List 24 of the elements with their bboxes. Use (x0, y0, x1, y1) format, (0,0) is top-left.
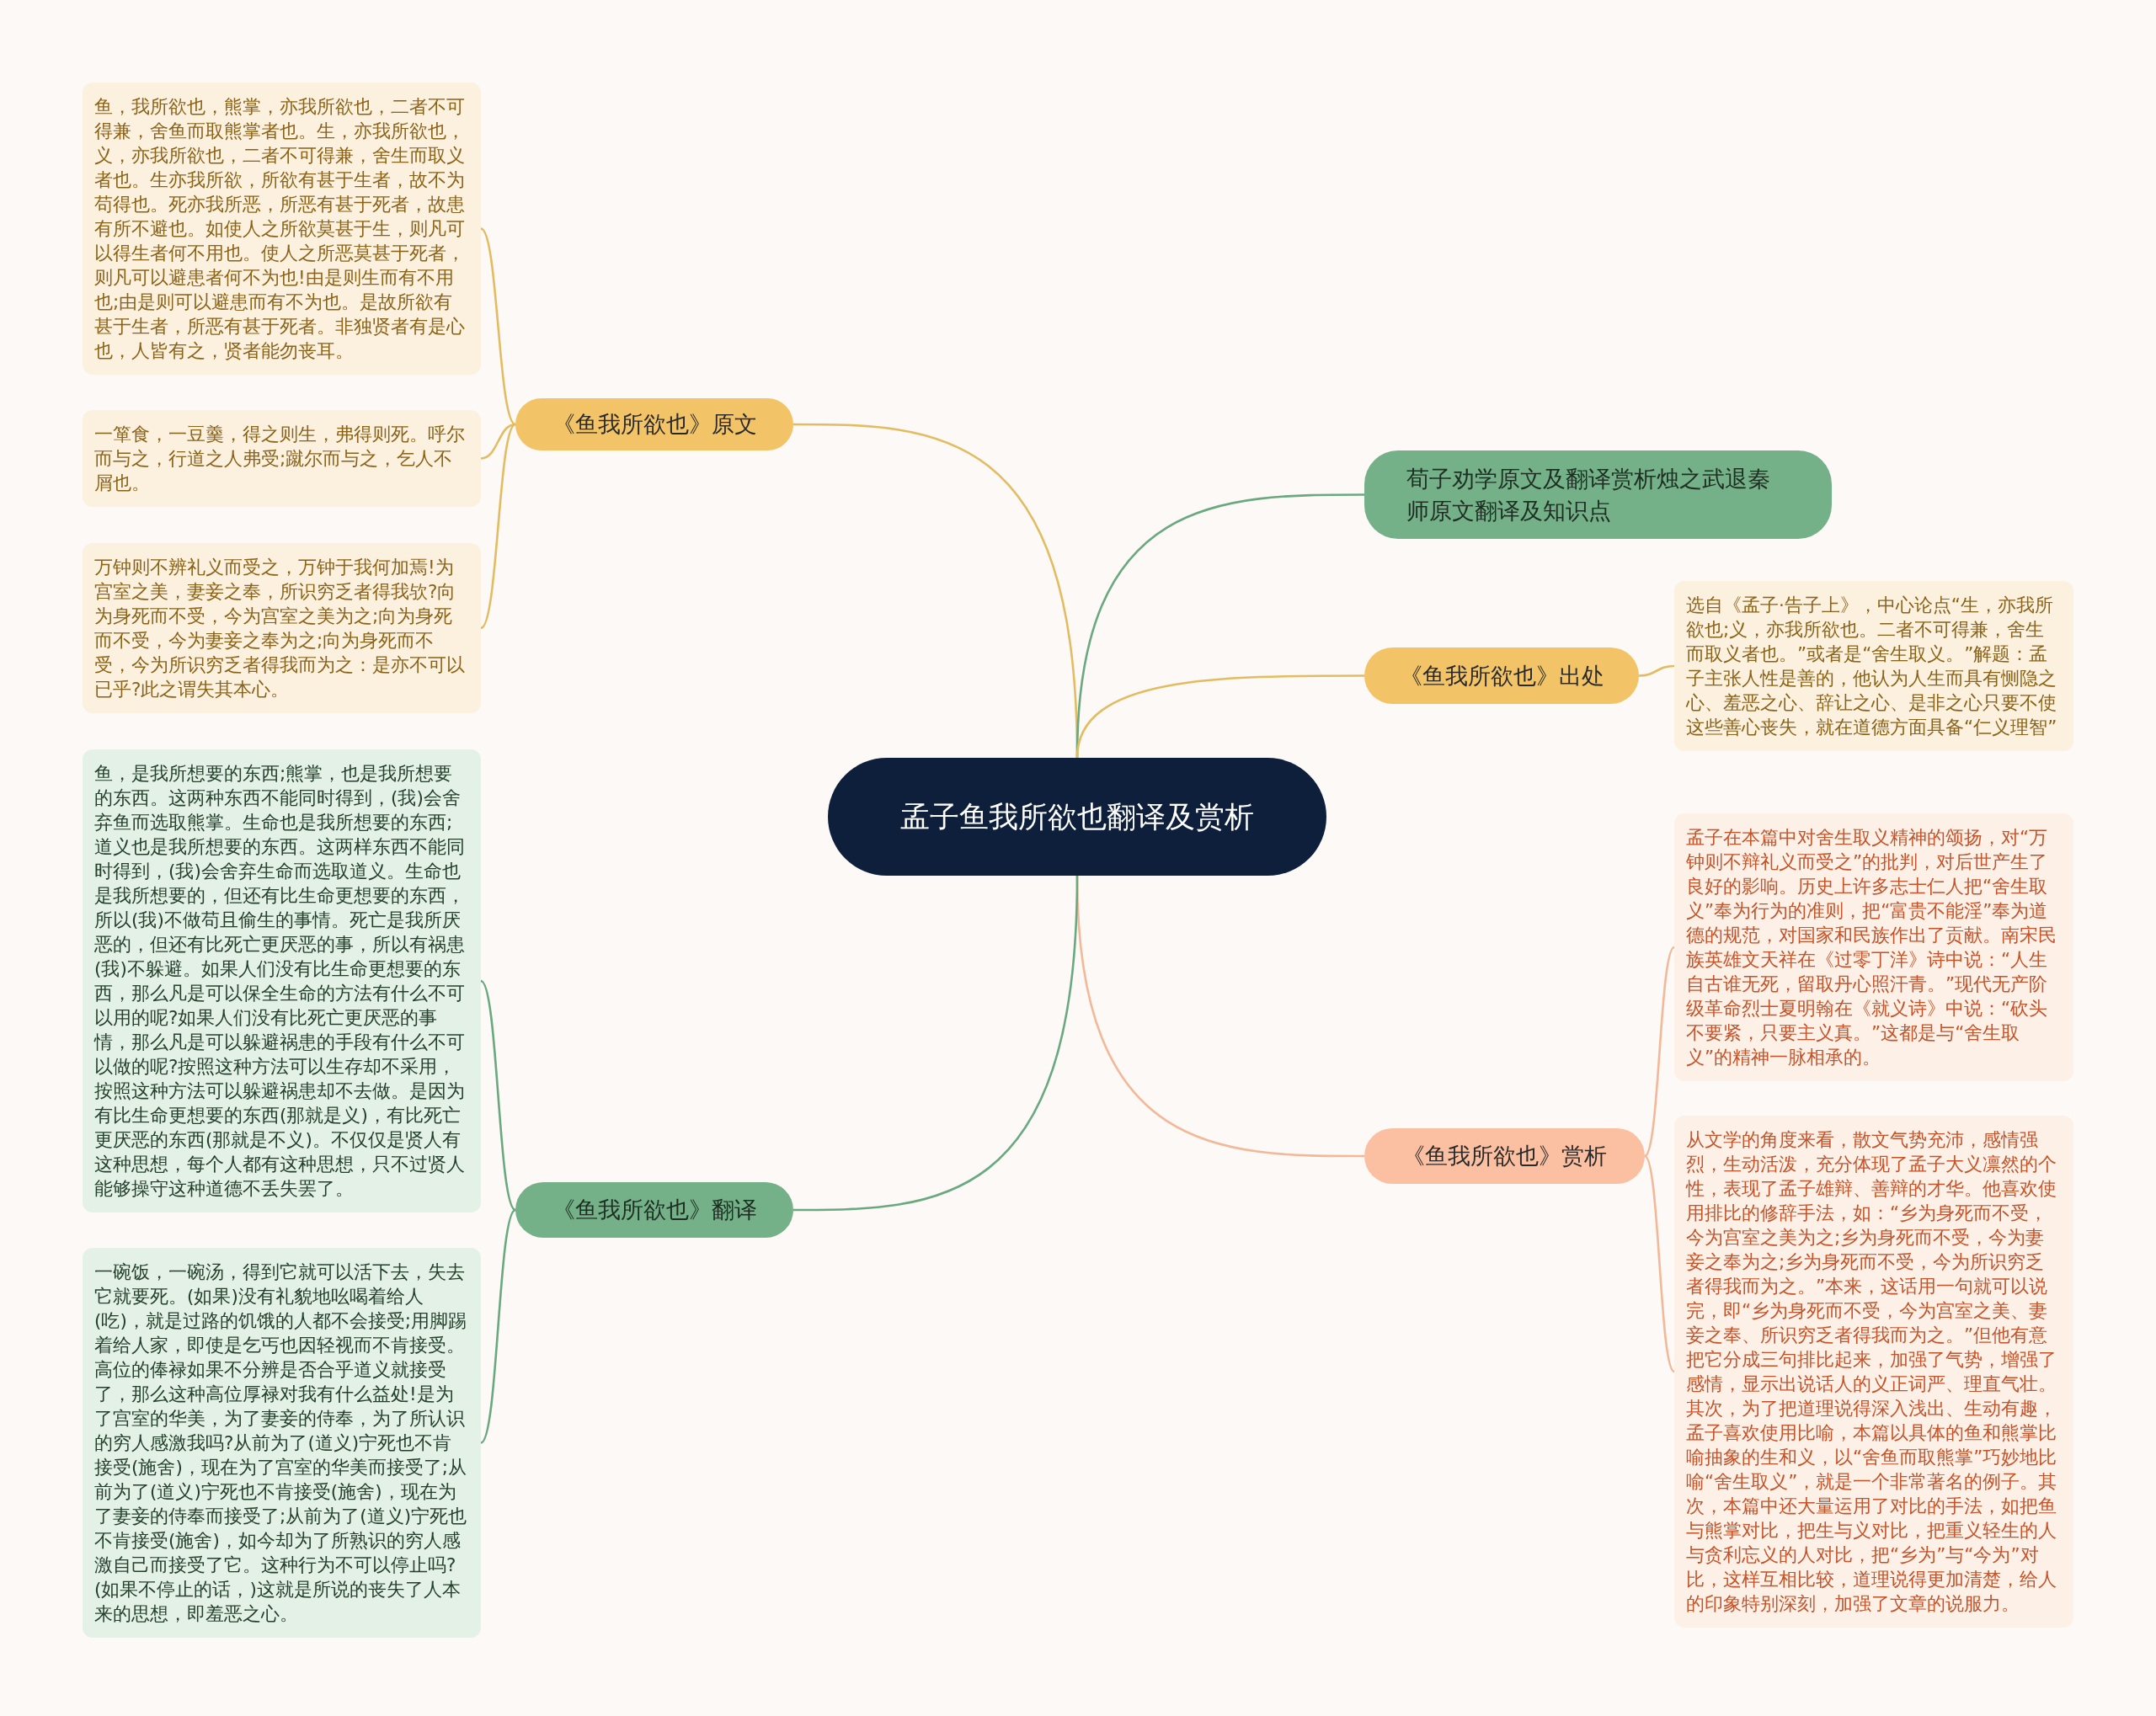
connector-line (480, 424, 516, 629)
connector-line (1075, 674, 1364, 759)
connector-line (1638, 664, 1675, 677)
central-topic: 孟子鱼我所欲也翻译及赏析 (828, 758, 1326, 876)
connector-line (480, 423, 516, 460)
topic-box: 《鱼我所欲也》出处 (1364, 647, 1639, 704)
text-card: 选自《孟子·告子上》，中心论点“生，亦我所欲也;义，亦我所欲也。二者不可得兼，舍生而取义者也。”或者是“舍生取义。”解题：孟子主张人性是善的，他认为人生而具有恻隐之心、羞恶之心、辞让之心、是非之心只要不使这些善心丧失，就在道德方面具备“仁义理智” (1674, 581, 2073, 751)
text-card: 一碗饭，一碗汤，得到它就可以活下去，失去它就要死。(如果)没有礼貌地吆喝着给人(吃)，就是过路的饥饿的人都不会接受;用脚踢着给人家，即使是乞丐也因轻视而不肯接受。高位的俸禄如果不分辨是否合乎道义就接受了，那么这种高位厚禄对我有什么益处!是为了宫室的华美，为了妻妾的侍奉，为了所认识的穷人感激我吗?从前为了(道义)宁死也不肯接受(施舍)，现在为了宫室的华美而接受了;从前为了(道义)宁死也不肯接受(施舍)，现在为了妻妾的侍奉而接受了;从前为了(道义)宁死也不肯接受(施舍)，如今却为了所熟识的穷人感激自己而接受了它。这种行为不可以停止吗?(如果不停止的话，)这就是所说的丧失了人本来的思想，即羞恶之心。 (83, 1248, 481, 1638)
topic-box: 荀子劝学原文及翻译赏析烛之武退秦师原文翻译及知识点 (1364, 450, 1832, 539)
connector-line (1644, 1155, 1675, 1372)
text-card: 一箪食，一豆羹，得之则生，弗得则死。呼尔而与之，行道之人弗受;蹴尔而与之，乞人不屑也。 (83, 410, 481, 507)
topic-box: 《鱼我所欲也》原文 (515, 398, 793, 450)
text-card: 从文学的角度来看，散文气势充沛，感情强烈，生动活泼，充分体现了孟子大义凛然的个性，表现了孟子雄辩、善辩的才华。他喜欢使用排比的修辞手法，如：“乡为身死而不受，今为宫室之美为之;乡为身死而不受，今为妻妾之奉为之;乡为身死而不受，今为所识穷乏者得我而为之。”本来，这话用一句就可以说完，即“乡为身死而不受，今为宫室之美、妻妾之奉、所识穷乏者得我而为之。”但他有意把它分成三句排比起来，加强了气势，增强了感情，显示出说话人的义正词严、理直气壮。其次，为了把道理说得深入浅出、生动有趣，孟子喜欢使用比喻，本篇以具体的鱼和熊掌比喻抽象的生和义，以“舍鱼而取熊掌”巧妙地比喻“舍生取义”，就是一个非常著名的例子。其次，本篇中还大量运用了对比的手法，如把鱼与熊掌对比，把生与义对比，把重义轻生的人与贪利忘义的人对比，把“乡为”与“今为”对比，这样互相比较，道理说得更加清楚，给人的印象特别深刻，加强了文章的说服力。 (1674, 1116, 2073, 1628)
connector-line (480, 980, 516, 1211)
topic-box: 《鱼我所欲也》翻译 (515, 1182, 793, 1238)
connector-line (480, 227, 516, 425)
text-card: 万钟则不辨礼义而受之，万钟于我何加焉!为宫室之美，妻妾之奉，所识穷乏者得我欤?向为身死而不受，今为宫室之美为之;向为身死而不受，今为妻妾之奉为之;向为身死而不受，今为所识穷乏者得我而为之：是亦不可以已乎?此之谓失其本心。 (83, 543, 481, 713)
topic-box: 《鱼我所欲也》赏析 (1364, 1128, 1645, 1184)
connector-line (480, 1209, 516, 1444)
connector-line (1644, 946, 1675, 1157)
text-card: 孟子在本篇中对舍生取义精神的颂扬，对“万钟则不辩礼义而受之”的批判，对后世产生了良好的影响。历史上许多志士仁人把“舍生取义”奉为行为的准则，把“富贵不能淫”奉为道德的规范，对国家和民族作出了贡献。南宋民族英雄文天祥在《过零丁洋》诗中说：“人生自古谁无死，留取丹心照汗青。”现代无产阶级革命烈士夏明翰在《就义诗》中说：“砍头不要紧，只要主义真。”这都是与“舍生取义”的精神一脉相承的。 (1674, 813, 2073, 1081)
connector-line (793, 875, 1079, 1212)
text-card: 鱼，我所欲也，熊掌，亦我所欲也，二者不可得兼，舍鱼而取熊掌者也。生，亦我所欲也，义，亦我所欲也，二者不可得兼，舍生而取义者也。生亦我所欲，所欲有甚于生者，故不为苟得也。死亦我所恶，所恶有甚于死者，故患有所不避也。如使人之所欲莫甚于生，则凡可以得生者何不用也。使人之所恶莫甚于死者，则凡可以避患者何不为也!由是则生而有不用也;由是则可以避患而有不为也。是故所欲有甚于生者，所恶有甚于死者。非独贤者有是心也，人皆有之，贤者能勿丧耳。 (83, 83, 481, 375)
text-card: 鱼，是我所想要的东西;熊掌，也是我所想要的东西。这两种东西不能同时得到，(我)会舍弃鱼而选取熊掌。生命也是我所想要的东西;道义也是我所想要的东西。这两样东西不能同时得到，(我)会舍弃生命而选取道义。生命也是我所想要的，但还有比生命更想要的东西，所以(我)不做苟且偷生的事情。死亡是我所厌恶的，但还有比死亡更厌恶的事，所以有祸患(我)不躲避。如果人们没有比生命更想要的东西，那么凡是可以保全生命的方法有什么不可以用的呢?如果人们没有比死亡更厌恶的事情，那么凡是可以躲避祸患的手段有什么不可以做的呢?按照这种方法可以生存却不采用，按照这种方法可以躲避祸患却不去做。是因为有比生命更想要的东西(那就是义)，有比死亡更厌恶的东西(那就是不义)。不仅仅是贤人有这种思想，每个人都有这种思想，只不过贤人能够操守这种道德不丢失罢了。 (83, 749, 481, 1212)
